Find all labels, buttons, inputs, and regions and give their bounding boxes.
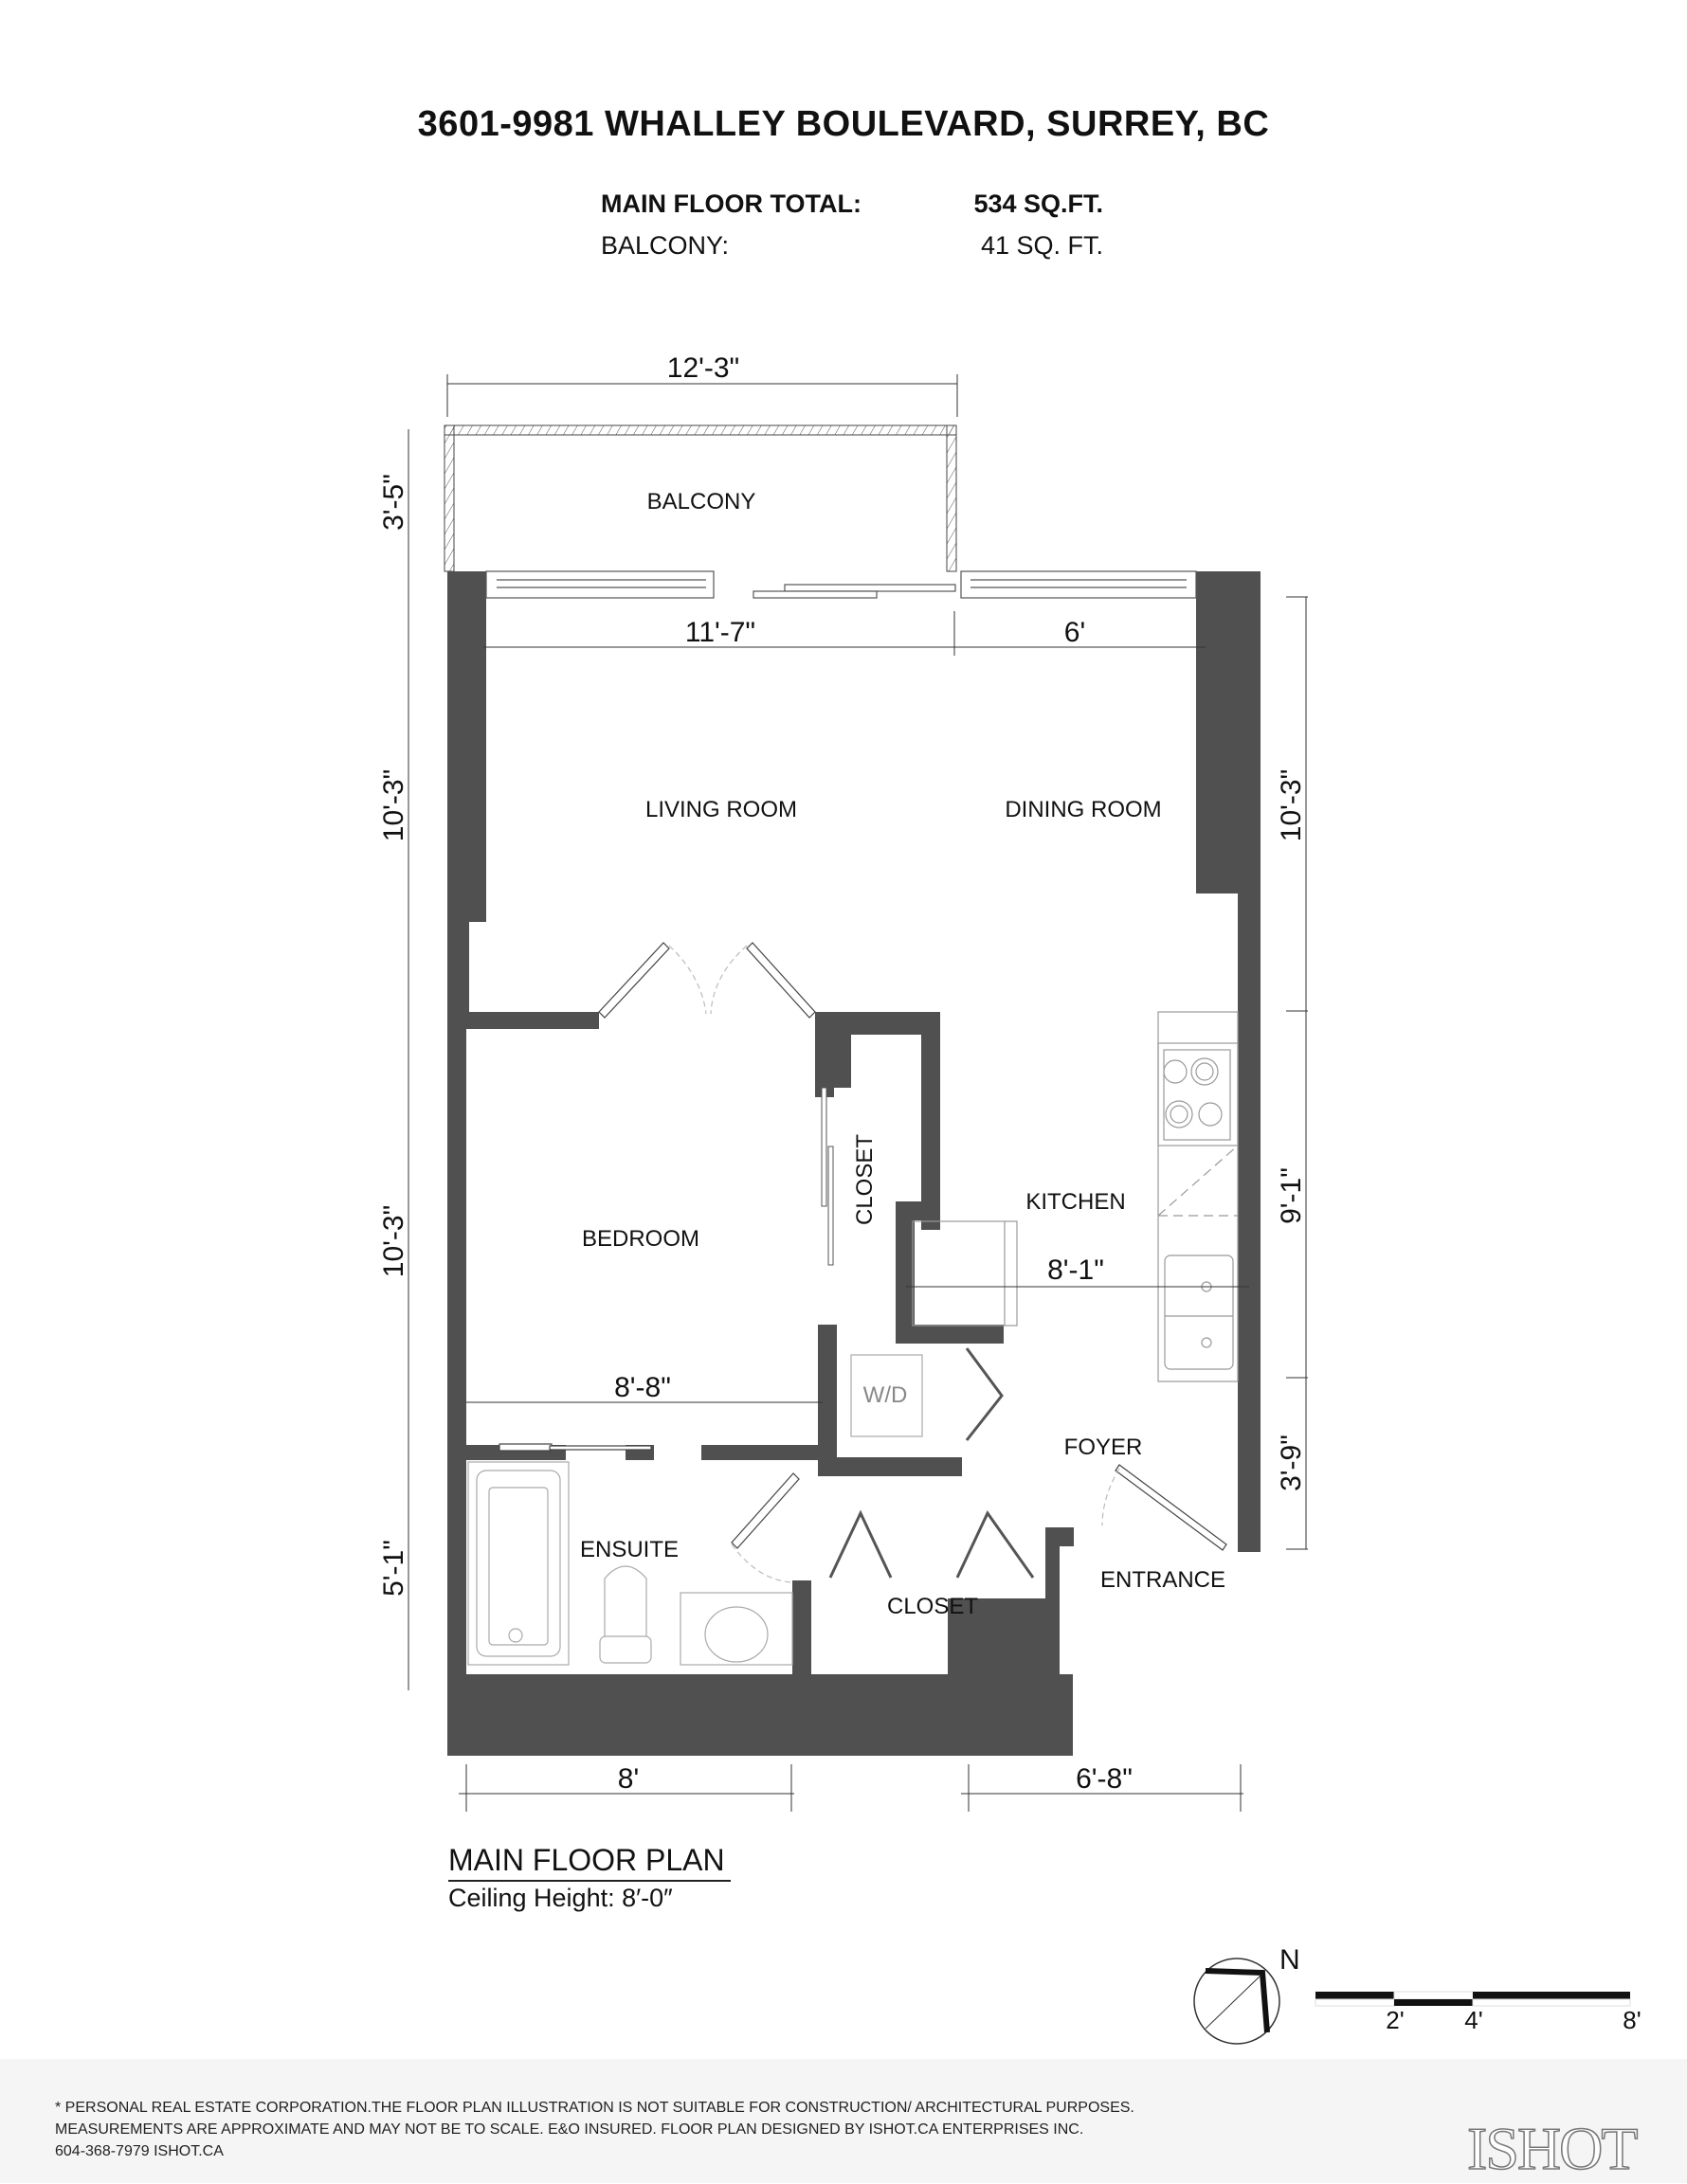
entry-closet-bifold-doors [828, 1509, 1035, 1579]
sink [704, 1606, 769, 1663]
vanity [680, 1592, 793, 1666]
windows [485, 570, 1197, 599]
kitchen-width-dim: 8'-1" [1047, 1254, 1104, 1286]
disclaimer-line-1: * PERSONAL REAL ESTATE CORPORATION.THE F… [55, 2100, 1134, 2116]
bottom-left-dim: 8' [618, 1763, 639, 1795]
ensuite-label: ENSUITE [580, 1537, 679, 1562]
entry-closet-label: CLOSET [887, 1594, 978, 1619]
main-floor-total-row: MAIN FLOOR TOTAL: 534 SQ.FT. [601, 190, 1103, 219]
left-middle-dim: 10'-3" [378, 1205, 409, 1277]
bottom-right-dim: 6'-8" [1076, 1763, 1133, 1795]
right-middle-dim: 9'-1" [1276, 1167, 1307, 1224]
kitchen-sink [1164, 1254, 1234, 1370]
left-lower-dim: 5'-1" [378, 1540, 409, 1597]
north-arrow-icon: N [1193, 1944, 1300, 2045]
right-lower-dim: 3'-9" [1276, 1435, 1307, 1491]
footer: * PERSONAL REAL ESTATE CORPORATION.THE F… [0, 2059, 1687, 2183]
scale-tick-8: 8' [1623, 2006, 1641, 2034]
property-address-title: 3601-9981 WHALLEY BOULEVARD, SURREY, BC [417, 104, 1270, 144]
bathroom-door [731, 1472, 800, 1583]
scale-tick-4: 4' [1464, 2006, 1482, 2034]
dining-room-label: DINING ROOM [1005, 797, 1161, 822]
contact-line: 604-368-7979 ISHOT.CA [55, 2143, 224, 2159]
stove [1157, 1042, 1239, 1146]
ceiling-height: Ceiling Height: 8′-0″ [448, 1884, 673, 1912]
balcony-label: BALCONY [647, 489, 756, 514]
walls [447, 571, 1261, 1756]
left-upper-dim: 10'-3" [378, 769, 409, 841]
plan-name: MAIN FLOOR PLAN [448, 1843, 731, 1882]
right-upper-dim: 10'-3" [1276, 769, 1307, 841]
main-floor-total-value: 534 SQ.FT. [973, 190, 1103, 218]
entrance-door [1101, 1464, 1227, 1551]
dimension-lines [408, 374, 1308, 1812]
toilet-tank [599, 1635, 652, 1664]
toilet-bowl [604, 1565, 647, 1636]
disclaimer: * PERSONAL REAL ESTATE CORPORATION.THE F… [55, 2097, 1134, 2162]
closet-sliding-doors [821, 1087, 834, 1266]
balcony-area-row: BALCONY: 41 SQ. FT. [601, 231, 1103, 261]
disclaimer-line-2: MEASUREMENTS ARE APPROXIMATE AND MAY NOT… [55, 2121, 1084, 2138]
bedroom-double-door [598, 942, 816, 1019]
kitchen-label: KITCHEN [1025, 1189, 1125, 1215]
balcony-area-value: 41 SQ. FT. [980, 231, 1103, 260]
bedroom-width-dim: 8'-8" [614, 1372, 671, 1403]
washer-dryer [850, 1347, 1004, 1441]
living-room-label: LIVING ROOM [645, 797, 797, 822]
scale-tick-2: 2' [1386, 2006, 1404, 2034]
balcony-area-label: BALCONY: [601, 231, 730, 260]
living-width-dim: 11'-7" [685, 617, 755, 648]
main-floor-total-label: MAIN FLOOR TOTAL: [601, 190, 862, 218]
balcony-depth-dim: 3'-5" [378, 474, 409, 531]
foyer-label: FOYER [1064, 1435, 1143, 1460]
ensuite-pocket-door [499, 1443, 652, 1452]
fridge [912, 1220, 1018, 1327]
scale-bar: 2' 4' 8' [1315, 1991, 1642, 2034]
dining-width-dim: 6' [1064, 617, 1085, 648]
plan-title-block: MAIN FLOOR PLAN Ceiling Height: 8′-0″ [448, 1843, 731, 1913]
balcony-width-dim: 12'-3" [667, 352, 739, 384]
north-label: N [1279, 1944, 1300, 1976]
entrance-label: ENTRANCE [1100, 1567, 1225, 1593]
ensuite-fixtures [467, 1461, 793, 1666]
bedroom-label: BEDROOM [582, 1226, 699, 1252]
washer-dryer-label: W/D [863, 1382, 908, 1408]
bedroom-closet-label: CLOSET [852, 1134, 878, 1225]
bathtub [467, 1461, 570, 1666]
ishot-logo: ISHOT [1466, 2114, 1639, 2183]
kitchen-counter [912, 1011, 1239, 1382]
